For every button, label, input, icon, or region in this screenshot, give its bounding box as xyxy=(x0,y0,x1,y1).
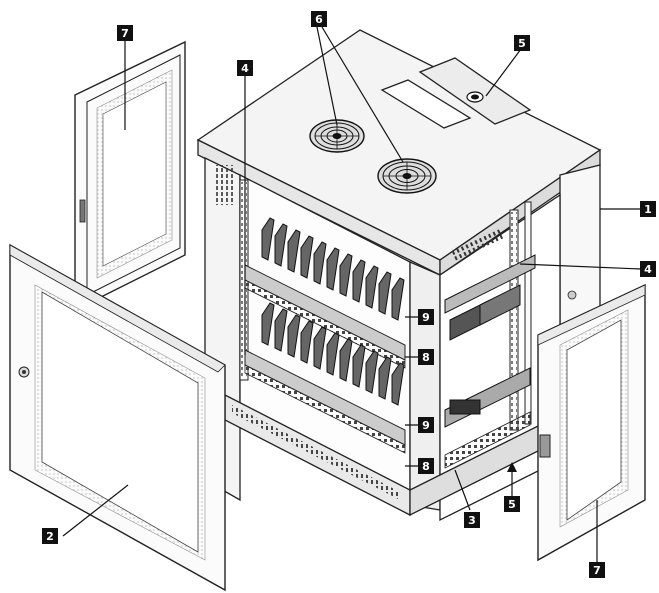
front-door xyxy=(9,243,226,592)
callout-5-top: 5 xyxy=(514,35,530,51)
callout-9-lower-label: 9 xyxy=(422,419,430,432)
leader-lines xyxy=(62,26,642,567)
callout-8-upper: 8 xyxy=(418,349,434,365)
callout-8-lower-label: 8 xyxy=(422,460,430,473)
callout-4-right-label: 4 xyxy=(644,263,652,276)
callout-1: 1 xyxy=(640,201,656,217)
callout-5-bottom-label: 5 xyxy=(508,498,516,511)
callout-7-right-label: 7 xyxy=(593,564,601,577)
callout-7-right: 7 xyxy=(589,562,605,578)
cable-manager-lower xyxy=(244,349,406,454)
fan-1 xyxy=(309,119,365,153)
top-cable-plate xyxy=(418,57,532,125)
callout-4-right: 4 xyxy=(640,261,656,277)
rear-panel-slots xyxy=(449,226,505,261)
callout-9-upper: 9 xyxy=(418,309,434,325)
leader-5a xyxy=(485,48,522,97)
top-plate-fan xyxy=(466,91,484,103)
bottom-vent xyxy=(232,405,400,500)
arrow-5-bottom xyxy=(507,462,517,472)
side-panel-upper-left xyxy=(74,40,186,312)
fan-2 xyxy=(377,158,437,194)
bottom-cable-entry xyxy=(444,411,531,469)
callout-6: 6 xyxy=(311,11,327,27)
leader-6b xyxy=(321,26,404,163)
cable-fingers-lower xyxy=(261,302,405,406)
leader-3 xyxy=(454,469,471,511)
callout-1-label: 1 xyxy=(644,203,652,216)
callout-3-label: 3 xyxy=(468,514,476,527)
cable-fingers-upper xyxy=(261,217,405,321)
callout-5-top-label: 5 xyxy=(518,37,526,50)
callout-3: 3 xyxy=(464,512,480,528)
callout-7-left-label: 7 xyxy=(121,27,129,40)
callout-9-lower: 9 xyxy=(418,417,434,433)
side-panel-latch xyxy=(79,199,86,223)
callout-8-upper-label: 8 xyxy=(422,351,430,364)
leader-4b xyxy=(519,263,642,270)
side-panel-handle xyxy=(539,434,551,458)
side-panel-right xyxy=(537,283,646,562)
callout-4-left: 4 xyxy=(237,60,253,76)
callout-6-label: 6 xyxy=(315,13,323,26)
callout-9-upper-label: 9 xyxy=(422,311,430,324)
callout-7-left: 7 xyxy=(117,25,133,41)
callout-5-bottom: 5 xyxy=(504,496,520,512)
callout-2: 2 xyxy=(42,528,58,544)
side-equipment-tray xyxy=(444,367,531,428)
callout-4-left-label: 4 xyxy=(241,62,249,75)
callout-2-label: 2 xyxy=(46,530,54,543)
side-cable-manager xyxy=(444,254,536,341)
callout-8-lower: 8 xyxy=(418,458,434,474)
leader-6a xyxy=(316,26,338,126)
leader-2 xyxy=(62,484,129,537)
left-side-vent xyxy=(215,165,233,205)
